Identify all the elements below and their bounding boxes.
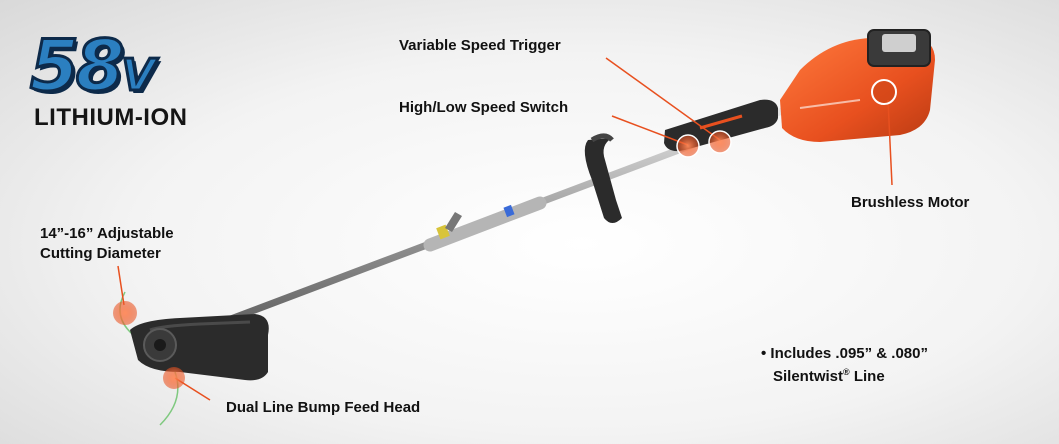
marker-trigger [708, 130, 732, 154]
marker-diameter [113, 301, 137, 325]
callout-cutting-diameter: 14”-16” Adjustable Cutting Diameter [40, 224, 174, 264]
includes-line1: • Includes .095” & .080” [761, 345, 928, 362]
marker-switch [676, 134, 700, 158]
registered-mark: ® [843, 367, 850, 377]
callout-bump-feed-head: Dual Line Bump Feed Head [226, 399, 421, 416]
includes-brand: Silentwist [773, 368, 844, 385]
includes-line2: Silentwist® Line [761, 363, 928, 386]
callout-cutting-diameter-line1: 14”-16” Adjustable [40, 225, 174, 242]
callout-markers [113, 79, 897, 389]
marker-motor [871, 79, 897, 105]
callout-brushless-motor: Brushless Motor [851, 194, 970, 211]
callout-leaders [117, 57, 893, 401]
motor-housing [780, 29, 935, 142]
includes-suffix: Line [849, 368, 885, 385]
voltage-unit: V [120, 49, 157, 103]
voltage-logo: 58V [28, 29, 157, 112]
cutting-head [130, 314, 269, 381]
callout-variable-speed-trigger: Variable Speed Trigger [399, 37, 561, 54]
includes-note: • Includes .095” & .080” Silentwist® Lin… [761, 344, 928, 386]
shaft-coupler [423, 196, 547, 252]
callout-high-low-speed-switch: High/Low Speed Switch [399, 99, 569, 116]
d-handle [584, 133, 622, 223]
logo-subtitle: LITHIUM-ION [34, 104, 188, 131]
marker-head [163, 367, 185, 389]
callout-cutting-diameter-line2: Cutting Diameter [40, 245, 161, 262]
voltage-number: 58 [28, 25, 125, 107]
